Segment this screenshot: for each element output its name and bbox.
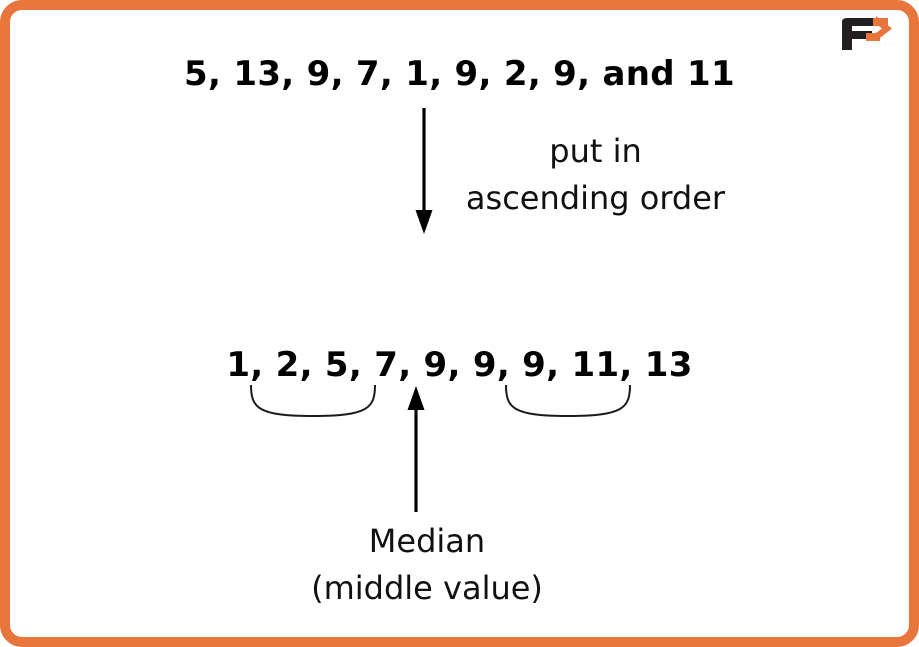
median-caption-line-2: (middle value) <box>311 569 543 607</box>
transform-caption-line-1: put in <box>549 132 642 170</box>
right-group-brace <box>505 384 631 418</box>
sorted-values-row: 1, 2, 5, 7, 9, 9, 9, 11, 13 <box>226 345 693 385</box>
unsorted-values-row: 5, 13, 9, 7, 1, 9, 2, 9, and 11 <box>184 54 735 94</box>
f-arrow-logo <box>836 14 894 54</box>
median-caption-line-1: Median <box>368 522 486 560</box>
transform-caption: put in ascending order <box>453 128 738 222</box>
transform-caption-line-2: ascending order <box>465 179 726 217</box>
up-arrow-to-median <box>407 386 425 512</box>
logo-arrow-accent <box>866 16 892 41</box>
median-caption: Median (middle value) <box>282 518 572 612</box>
down-arrow <box>415 108 433 234</box>
left-group-brace <box>250 384 376 418</box>
slide-content-area: 5, 13, 9, 7, 1, 9, 2, 9, and 11 put in a… <box>10 10 909 637</box>
logo-f-glyph <box>842 18 876 50</box>
